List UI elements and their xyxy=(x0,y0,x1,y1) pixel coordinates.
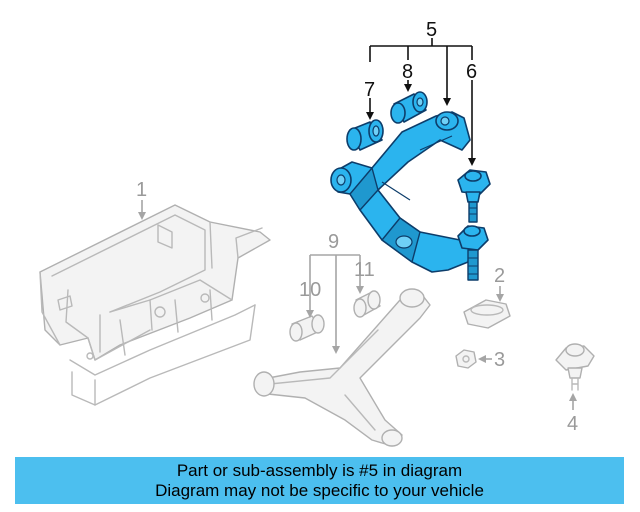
bushing-10 xyxy=(289,314,325,342)
bushing-7 xyxy=(346,119,384,151)
notice-banner: Part or sub-assembly is #5 in diagram Di… xyxy=(15,457,624,504)
banner-line-2: Diagram may not be specific to your vehi… xyxy=(155,480,484,500)
callout-1: 1 xyxy=(136,179,147,201)
callout-6: 6 xyxy=(466,61,477,83)
callout-2: 2 xyxy=(494,265,505,287)
arm-ball-joint xyxy=(457,225,489,281)
upper-control-arm xyxy=(330,111,471,273)
nut xyxy=(455,349,477,369)
callout-4: 4 xyxy=(567,413,578,435)
callout-8: 8 xyxy=(402,61,413,83)
bushing-8 xyxy=(390,91,428,124)
callout-11: 11 xyxy=(354,259,375,281)
bump-stop xyxy=(463,299,511,329)
lower-control-arm xyxy=(253,288,431,447)
banner-line-1: Part or sub-assembly is #5 in diagram xyxy=(176,460,463,480)
callout-9: 9 xyxy=(328,231,339,253)
parts-diagram: 1 9 10 11 2 3 xyxy=(39,19,595,447)
bushing-11 xyxy=(353,290,381,318)
lower-ball-joint xyxy=(555,343,595,391)
frame-crossmember xyxy=(39,204,271,406)
upper-ball-joint xyxy=(457,169,491,223)
callout-7: 7 xyxy=(364,79,375,101)
callout-3: 3 xyxy=(494,349,505,371)
callout-5: 5 xyxy=(426,19,437,41)
callout-10: 10 xyxy=(299,279,321,301)
